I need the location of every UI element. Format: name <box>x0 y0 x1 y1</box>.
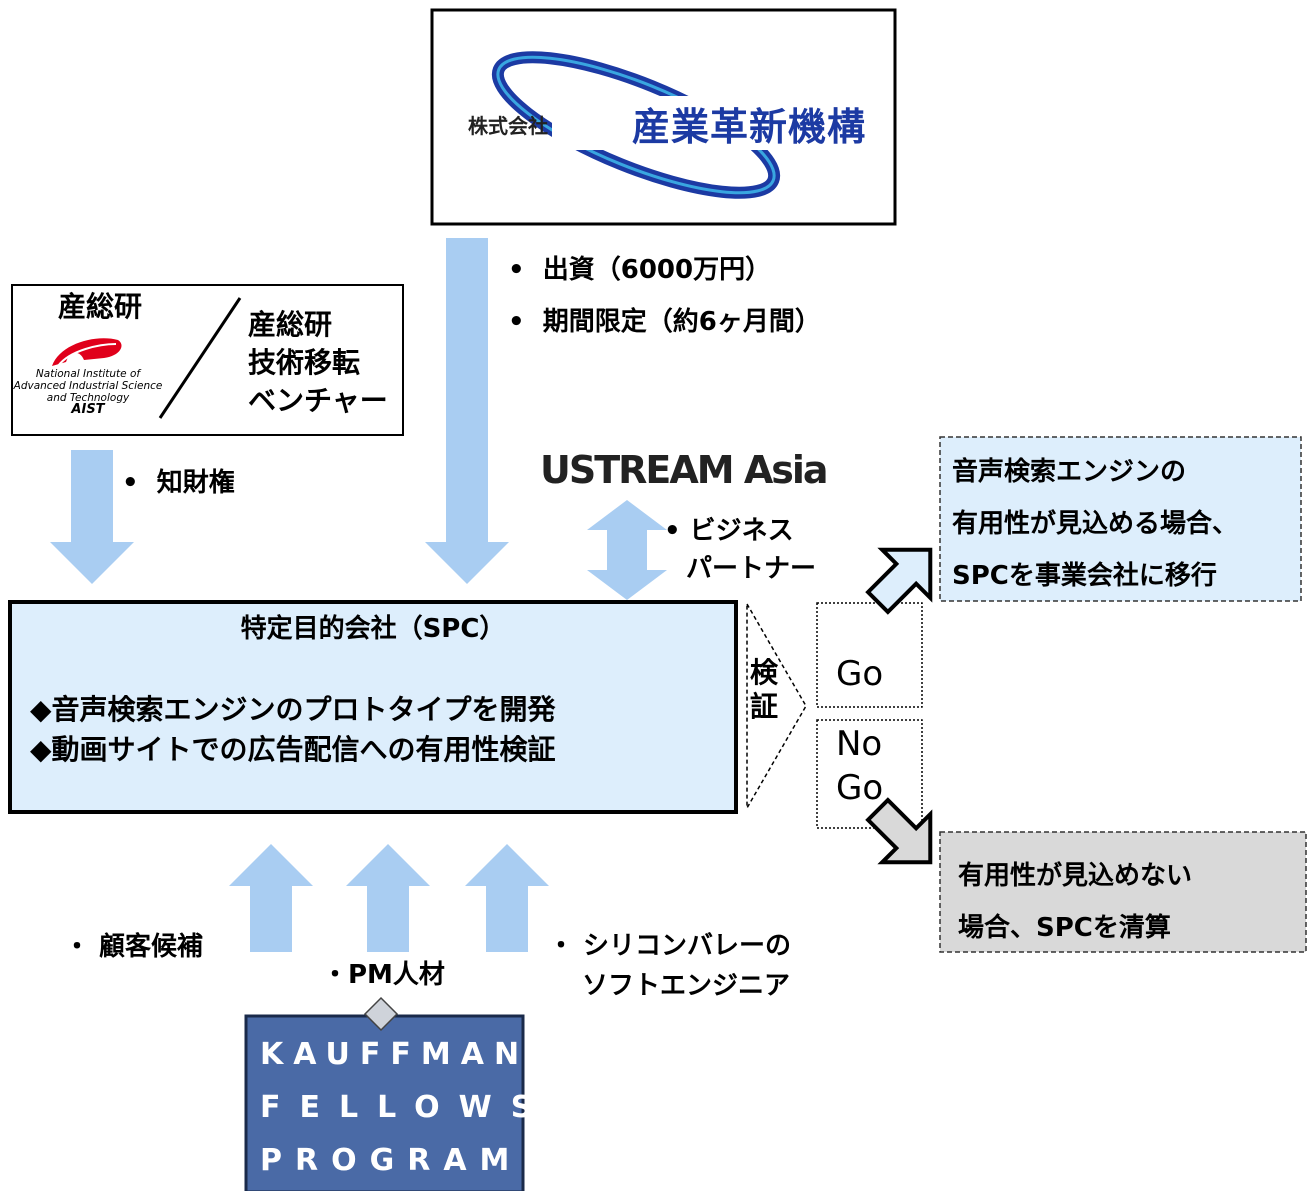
go-box <box>816 602 923 708</box>
verification-wedge <box>746 601 807 811</box>
input-customers: ・ 顧客候補 <box>64 932 204 962</box>
kauffman-diamond-icon <box>363 996 399 1032</box>
nogo-label: No Go <box>836 724 884 808</box>
spc-items: ◆音声検索エンジンのプロトタイプを開発 ◆動画サイトでの広告配信への有用性検証 <box>30 693 556 766</box>
arrow-customers <box>229 844 313 952</box>
arrow-pm <box>346 844 430 952</box>
go-label: Go <box>836 654 884 694</box>
arrow-aist-to-spc <box>50 450 134 584</box>
outcome-nogo-box <box>939 831 1307 953</box>
partner-role: • ビジネス パートナー <box>664 516 817 584</box>
outcome-nogo-text: 有用性が見込めない 場合、SPCを清算 <box>958 861 1193 943</box>
aist-title: 産総研 <box>58 290 143 323</box>
ustream-logo: USTREAM Asia <box>540 448 829 492</box>
aist-logo-mark <box>52 338 122 367</box>
kauffman-logo-box <box>244 1014 525 1191</box>
arrow-partner-spc <box>587 500 667 600</box>
input-pm: ・PM人材 <box>322 960 445 990</box>
spc-title: 特定目的会社（SPC） <box>240 614 506 644</box>
arrow-go <box>865 547 933 615</box>
outcome-go-text: 音声検索エンジンの 有用性が見込める場合、 SPCを事業会社に移行 <box>952 457 1239 591</box>
nogo-box <box>816 719 923 829</box>
aist-divider <box>158 297 242 419</box>
investor-prefix: 株式会社 <box>468 114 548 138</box>
spc-box <box>8 600 738 814</box>
investor-term-1: • 出資（6000万円） <box>508 255 772 285</box>
aist-venture: 産総研 技術移転 ベンチャー <box>248 308 388 417</box>
aist-box <box>11 284 404 436</box>
verification-label: 検 証 <box>750 656 779 723</box>
investor-term-2: • 期間限定（約6ヶ月間） <box>508 307 821 337</box>
arrow-nogo <box>865 797 933 865</box>
outcome-go-box <box>939 436 1302 602</box>
kauffman-logo-text: KAUFFMAN FELLOWS PROGRAM <box>260 1037 552 1178</box>
arrow-engineers <box>465 844 549 952</box>
input-engineers: ・ シリコンバレーの ソフトエンジニア <box>548 931 792 1001</box>
investor-logo-swoosh <box>491 51 882 199</box>
aist-contribution: • 知財権 <box>122 468 235 498</box>
aist-logo-text: National Institute of Advanced Industria… <box>13 368 163 417</box>
arrow-investor-to-spc <box>425 238 509 584</box>
investor-name: 産業革新機構 <box>632 105 867 149</box>
